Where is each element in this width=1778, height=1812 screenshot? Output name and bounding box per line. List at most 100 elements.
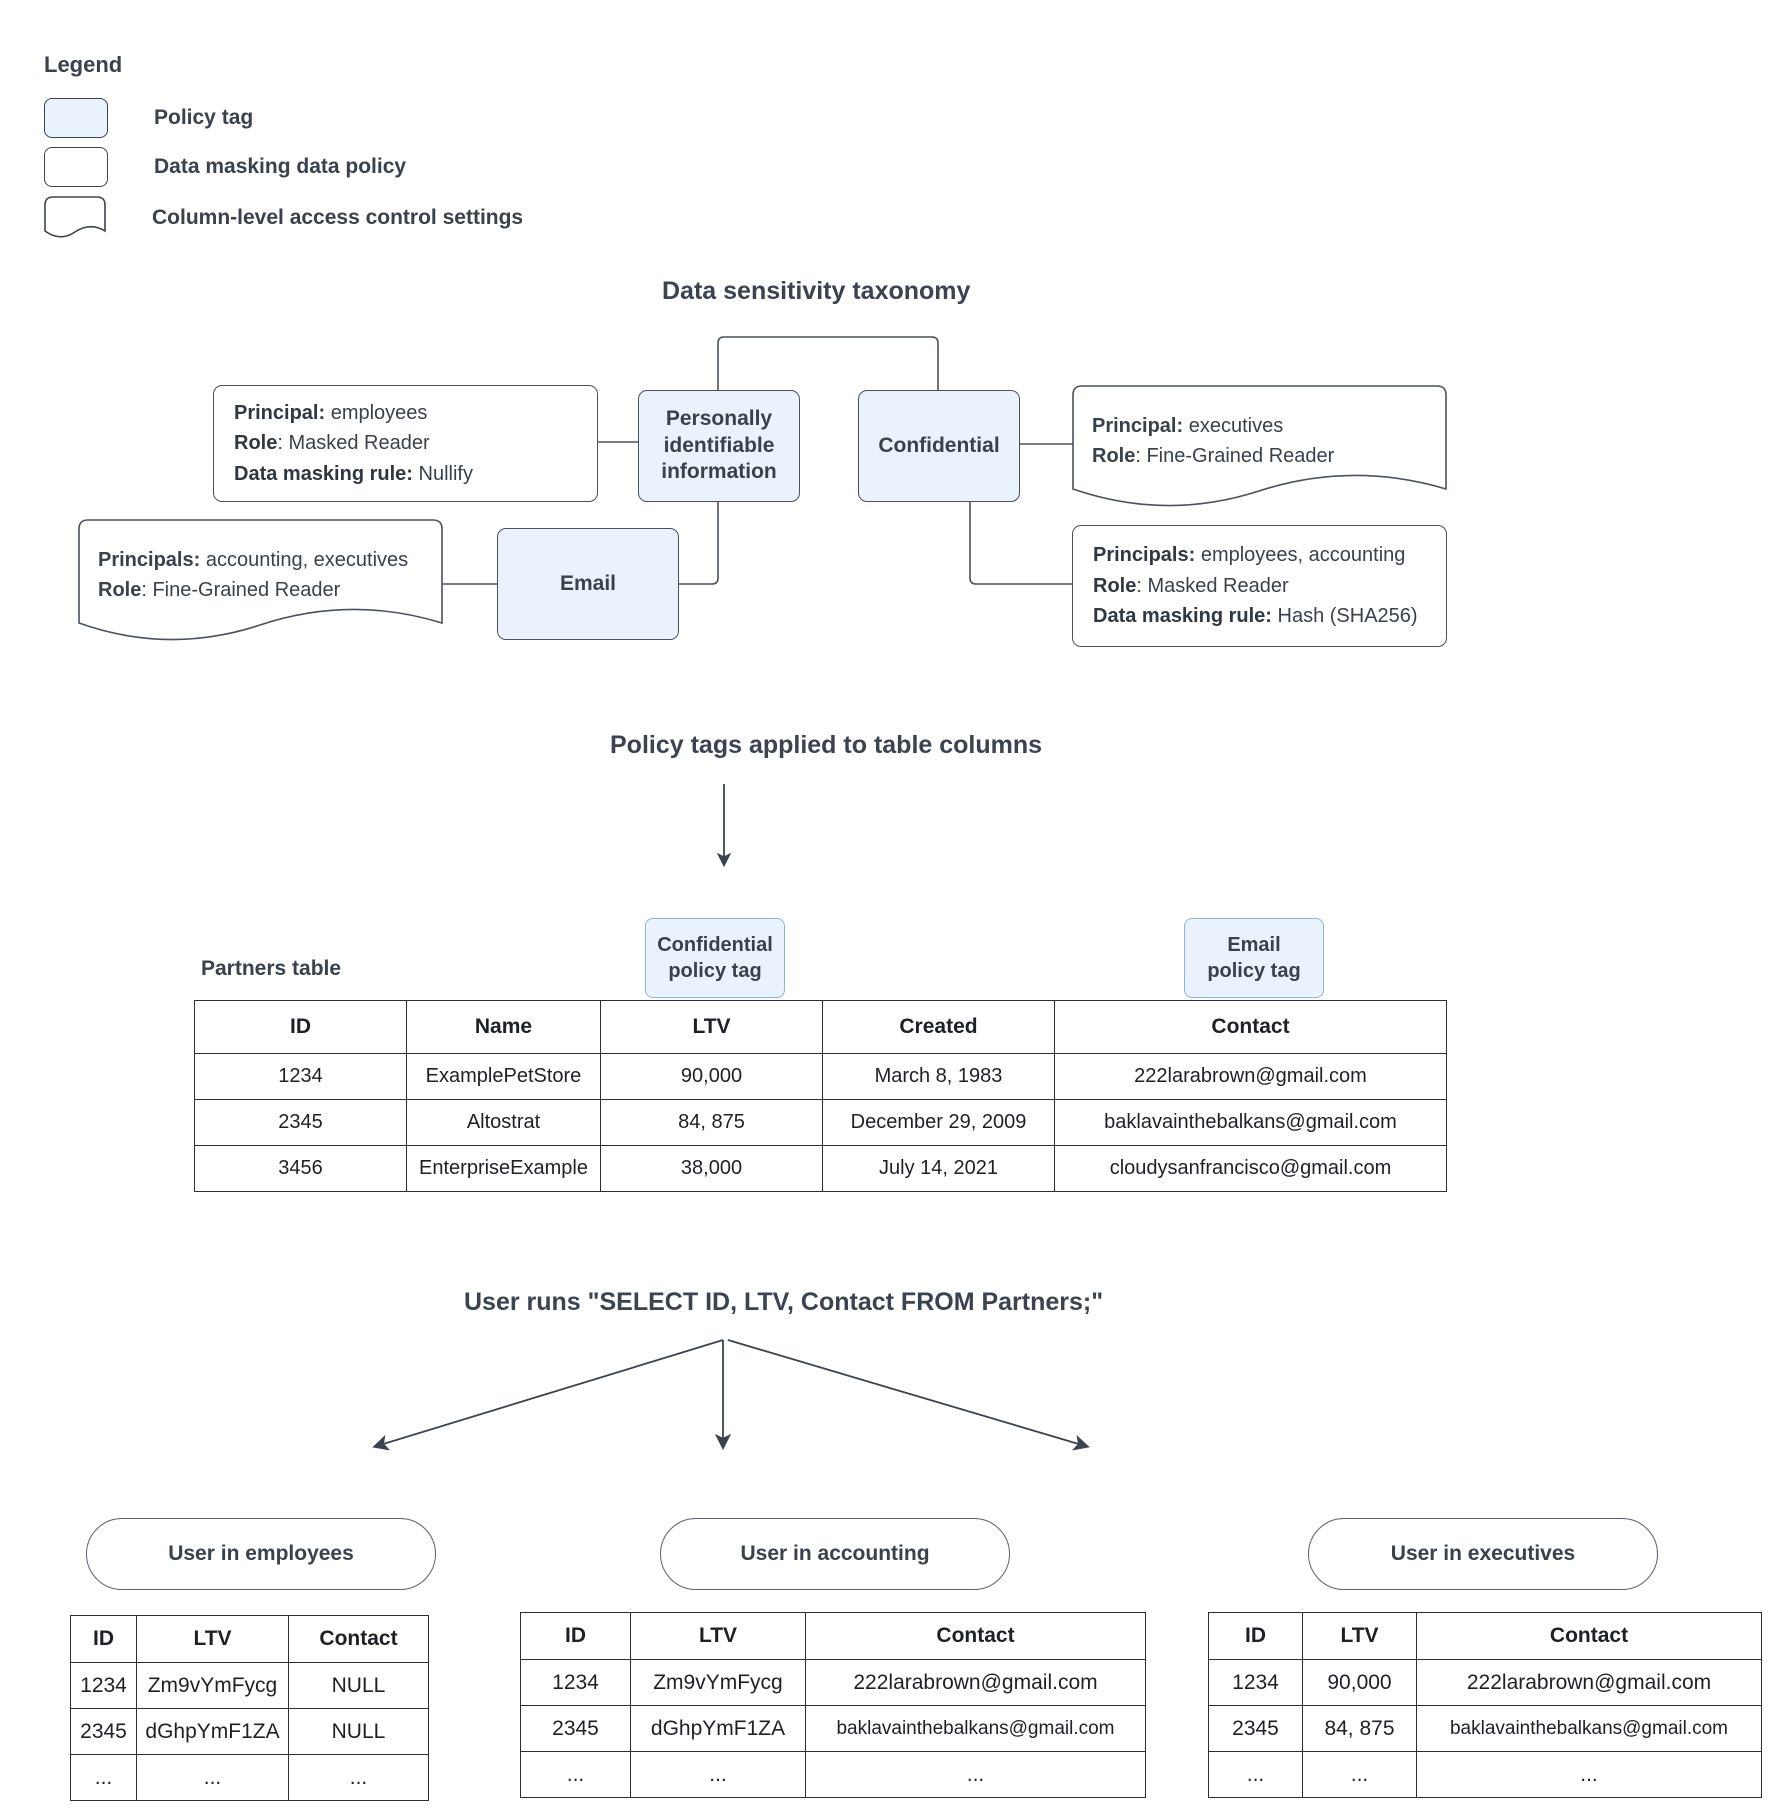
table-row: 1234 90,000 222larabrown@gmail.com	[1208, 1659, 1762, 1706]
column-access-swatch-icon	[44, 196, 106, 238]
table-cell: ExamplePetStore	[406, 1053, 601, 1100]
table-header-row: ID LTV Contact	[520, 1612, 1146, 1660]
panel-line: Principal: executives	[1092, 411, 1431, 441]
table-cell: EnterpriseExample	[406, 1145, 601, 1192]
panel-line-value: executives	[1188, 415, 1284, 437]
panel-text: Principal: executives Role: Fine-Grained…	[1092, 411, 1431, 472]
table-cell: ...	[70, 1754, 137, 1801]
table-row: 2345 dGhpYmF1ZA NULL	[70, 1708, 429, 1755]
table-cell: dGhpYmF1ZA	[630, 1705, 806, 1752]
table-cell: ...	[630, 1751, 806, 1798]
table-row: 2345 dGhpYmF1ZA baklavainthebalkans@gmai…	[520, 1705, 1146, 1752]
pill-user-in-executives[interactable]: User in executives	[1308, 1518, 1658, 1590]
node-personally-identifiable-information[interactable]: Personally identifiable information	[638, 390, 800, 502]
panel-line-key: Role	[1093, 574, 1137, 597]
column-header: Contact	[805, 1612, 1146, 1660]
table-cell: 84, 875	[600, 1099, 823, 1146]
table-cell: December 29, 2009	[822, 1099, 1055, 1146]
panel-line-key: Principals:	[1093, 544, 1196, 567]
table-cell: ...	[520, 1751, 631, 1798]
result-table-accounting: ID LTV Contact 1234 Zm9vYmFycg 222larabr…	[520, 1612, 1146, 1798]
column-header: LTV	[136, 1615, 289, 1663]
column-header: Name	[406, 1000, 601, 1054]
partners-table: ID Name LTV Created Contact 1234 Example…	[194, 1000, 1447, 1192]
panel-confidential-column-access-settings: Principal: executives Role: Fine-Grained…	[1072, 385, 1447, 510]
table-cell: 1234	[70, 1662, 137, 1709]
table-header-row: ID Name LTV Created Contact	[194, 1000, 1447, 1054]
table-cell: ...	[805, 1751, 1146, 1798]
column-header: Created	[822, 1000, 1055, 1054]
panel-line: Data masking rule: Hash (SHA256)	[1093, 601, 1426, 631]
pill-user-in-accounting[interactable]: User in accounting	[660, 1518, 1010, 1590]
node-label: Personally identifiable information	[661, 406, 777, 484]
table-row: 1234 Zm9vYmFycg NULL	[70, 1662, 429, 1709]
table-cell: 38,000	[600, 1145, 823, 1192]
panel-email-column-access-settings: Principals: accounting, executives Role:…	[78, 519, 443, 644]
result-table-employees-wrap: ID LTV Contact 1234 Zm9vYmFycg NULL 2345…	[70, 1615, 429, 1801]
data-masking-swatch-icon	[44, 147, 108, 187]
table-cell: NULL	[288, 1662, 429, 1709]
pill-user-in-employees[interactable]: User in employees	[86, 1518, 436, 1590]
query-title: User runs "SELECT ID, LTV, Contact FROM …	[464, 1288, 1104, 1316]
chip-line-2: policy tag	[1207, 960, 1301, 982]
column-header: Contact	[1054, 1000, 1447, 1054]
table-cell: 2345	[70, 1708, 137, 1755]
table-cell: baklavainthebalkans@gmail.com	[1054, 1099, 1447, 1146]
table-cell: Zm9vYmFycg	[136, 1662, 289, 1709]
panel-line: Role: Masked Reader	[234, 428, 577, 458]
table-cell: baklavainthebalkans@gmail.com	[805, 1705, 1146, 1752]
column-header: LTV	[630, 1612, 806, 1660]
panel-line-value: : Masked Reader	[1136, 574, 1289, 597]
table-cell: July 14, 2021	[822, 1145, 1055, 1192]
table-row: 3456 EnterpriseExample 38,000 July 14, 2…	[194, 1145, 1447, 1192]
table-cell: 90,000	[600, 1053, 823, 1100]
panel-line-value: employees, accounting	[1200, 544, 1406, 567]
column-header: ID	[1208, 1612, 1303, 1660]
panel-confidential-data-masking-policy: Principals: employees, accounting Role: …	[1072, 525, 1447, 647]
table-cell: ...	[288, 1754, 429, 1801]
column-header: LTV	[600, 1000, 823, 1054]
column-header: LTV	[1302, 1612, 1417, 1660]
taxonomy-title: Data sensitivity taxonomy	[662, 277, 971, 305]
wavy-panel-shape-icon	[78, 519, 443, 641]
table-row: ... ... ...	[520, 1751, 1146, 1798]
applied-arrow	[716, 784, 732, 868]
panel-text: Principals: accounting, executives Role:…	[98, 545, 427, 606]
pill-label: User in executives	[1390, 1542, 1576, 1565]
table-cell: 3456	[194, 1145, 407, 1192]
panel-line: Principal: employees	[234, 398, 577, 428]
legend-item-label: Policy tag	[154, 106, 254, 129]
table-row: 1234 Zm9vYmFycg 222larabrown@gmail.com	[520, 1659, 1146, 1706]
table-cell: 2345	[194, 1099, 407, 1146]
table-cell: baklavainthebalkans@gmail.com	[1416, 1705, 1762, 1752]
table-cell: ...	[1208, 1751, 1303, 1798]
table-cell: dGhpYmF1ZA	[136, 1708, 289, 1755]
node-email[interactable]: Email	[497, 528, 679, 640]
legend-item-label: Data masking data policy	[154, 155, 407, 178]
chip-email-policy-tag[interactable]: Email policy tag	[1184, 918, 1324, 998]
table-cell: 2345	[520, 1705, 631, 1752]
taxonomy-connectors	[443, 336, 1074, 585]
panel-line: Role: Fine-Grained Reader	[1092, 441, 1431, 471]
table-cell: Altostrat	[406, 1099, 601, 1146]
table-cell: ...	[1416, 1751, 1762, 1798]
panel-line-key: Role	[98, 579, 142, 602]
chip-line-1: Email	[1227, 934, 1281, 956]
policy-tag-swatch-icon	[44, 98, 108, 138]
panel-line-value: employees	[330, 401, 428, 424]
panel-line-key: Principal:	[234, 401, 326, 424]
column-header: ID	[194, 1000, 407, 1054]
node-confidential[interactable]: Confidential	[858, 390, 1020, 502]
legend-title: Legend	[44, 52, 123, 77]
chip-confidential-policy-tag[interactable]: Confidential policy tag	[645, 918, 785, 998]
legend-item-label: Column-level access control settings	[152, 206, 524, 229]
table-cell: ...	[136, 1754, 289, 1801]
column-header: Contact	[288, 1615, 429, 1663]
table-cell: 222larabrown@gmail.com	[1416, 1659, 1762, 1706]
table-cell: 1234	[1208, 1659, 1303, 1706]
table-cell: ...	[1302, 1751, 1417, 1798]
pill-label: User in accounting	[740, 1542, 930, 1565]
table-cell: cloudysanfrancisco@gmail.com	[1054, 1145, 1447, 1192]
panel-line-value: : Fine-Grained Reader	[1135, 445, 1335, 468]
